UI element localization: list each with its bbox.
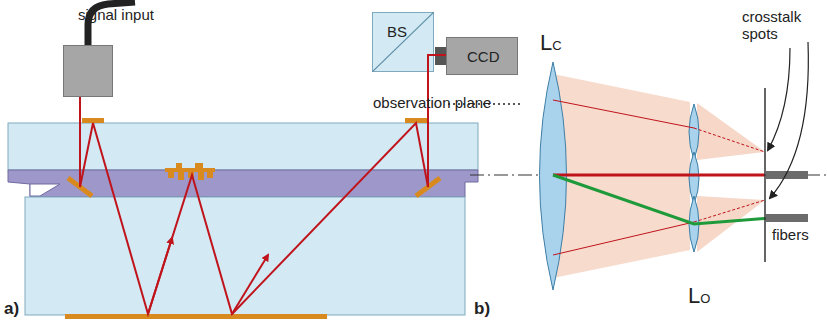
fiber-label: fibers <box>772 226 809 243</box>
panel-label: b) <box>474 300 490 317</box>
lens-label: LC <box>540 34 562 54</box>
ccd-camera: CCD <box>446 37 518 75</box>
light-beam <box>434 54 446 56</box>
node-text: signal input <box>78 6 154 23</box>
plane-label: observation plane <box>373 94 491 111</box>
signal-source: signal input <box>63 45 113 97</box>
splitter-diagonal <box>372 12 434 72</box>
beam-splitter: BS <box>372 12 434 72</box>
node-text: BS <box>387 23 407 40</box>
panel-label: a) <box>4 300 19 317</box>
node-text: CCD <box>467 48 500 65</box>
spot-label: crosstalk spots <box>742 8 814 42</box>
lens-label: LO <box>688 287 710 307</box>
